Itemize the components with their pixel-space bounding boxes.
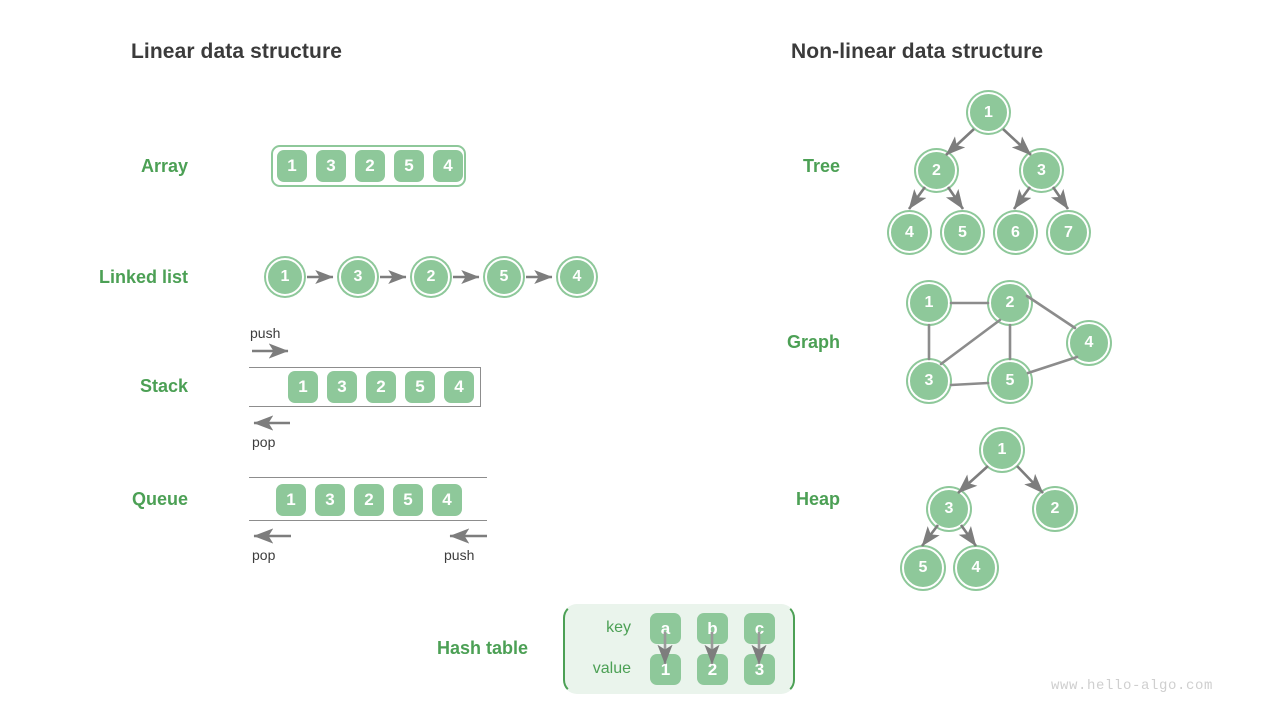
tree-node: 1 (968, 92, 1009, 133)
nonlinear-section-title: Non-linear data structure (791, 40, 1044, 63)
label-array: Array (140, 156, 188, 176)
label-tree: Tree (802, 156, 840, 176)
label-hash-table: Hash table (436, 638, 528, 658)
queue-cell: 2 (354, 484, 384, 516)
stack-push-label: push (250, 325, 281, 341)
linked-list-node: 2 (412, 258, 450, 296)
hash-value-cell: 3 (744, 654, 775, 685)
hash-value-cell: 2 (697, 654, 728, 685)
tree-node: 4 (889, 212, 930, 253)
label-graph: Graph (786, 332, 840, 352)
linked-list-node: 1 (266, 258, 304, 296)
graph-node: 2 (989, 282, 1031, 324)
array-cell: 5 (394, 150, 424, 182)
array-cell: 3 (316, 150, 346, 182)
label-heap: Heap (795, 489, 840, 509)
array-frame (271, 145, 466, 187)
hash-key-cell: b (697, 613, 728, 644)
label-stack: Stack (139, 376, 188, 396)
stack-cell: 1 (288, 371, 318, 403)
stack-frame (249, 367, 481, 407)
hash-value-cell: 1 (650, 654, 681, 685)
tree-node: 6 (995, 212, 1036, 253)
stack-cell: 3 (327, 371, 357, 403)
tree-node: 2 (916, 150, 957, 191)
stack-cell: 4 (444, 371, 474, 403)
linked-list-node: 5 (485, 258, 523, 296)
heap-node: 2 (1034, 488, 1076, 530)
stack-cell: 5 (405, 371, 435, 403)
label-linked-list: Linked list (98, 267, 188, 287)
hash-key-label: key (606, 619, 631, 636)
tree-node: 7 (1048, 212, 1089, 253)
heap-node: 3 (928, 488, 970, 530)
watermark: www.hello-algo.com (1051, 678, 1214, 694)
hash-key-cell: a (650, 613, 681, 644)
heap-node: 4 (955, 547, 997, 589)
label-queue: Queue (131, 489, 188, 509)
queue-pop-label: pop (252, 547, 276, 563)
queue-cell: 4 (432, 484, 462, 516)
array-cell: 2 (355, 150, 385, 182)
linked-list-node: 3 (339, 258, 377, 296)
queue-cell: 1 (276, 484, 306, 516)
stack-cell: 2 (366, 371, 396, 403)
graph-node: 4 (1068, 322, 1110, 364)
heap-node: 5 (902, 547, 944, 589)
array-cell: 1 (277, 150, 307, 182)
queue-frame (249, 477, 487, 521)
graph-node: 1 (908, 282, 950, 324)
stack-pop-label: pop (252, 434, 276, 450)
linear-section-title: Linear data structure (131, 40, 342, 63)
graph-node: 3 (908, 360, 950, 402)
queue-push-label: push (444, 547, 475, 563)
hash-value-label: value (592, 660, 631, 677)
linked-list-node: 4 (558, 258, 596, 296)
graph-node: 5 (989, 360, 1031, 402)
tree-node: 3 (1021, 150, 1062, 191)
tree-node: 5 (942, 212, 983, 253)
queue-cell: 5 (393, 484, 423, 516)
queue-cell: 3 (315, 484, 345, 516)
array-cell: 4 (433, 150, 463, 182)
hash-key-cell: c (744, 613, 775, 644)
heap-node: 1 (981, 429, 1023, 471)
